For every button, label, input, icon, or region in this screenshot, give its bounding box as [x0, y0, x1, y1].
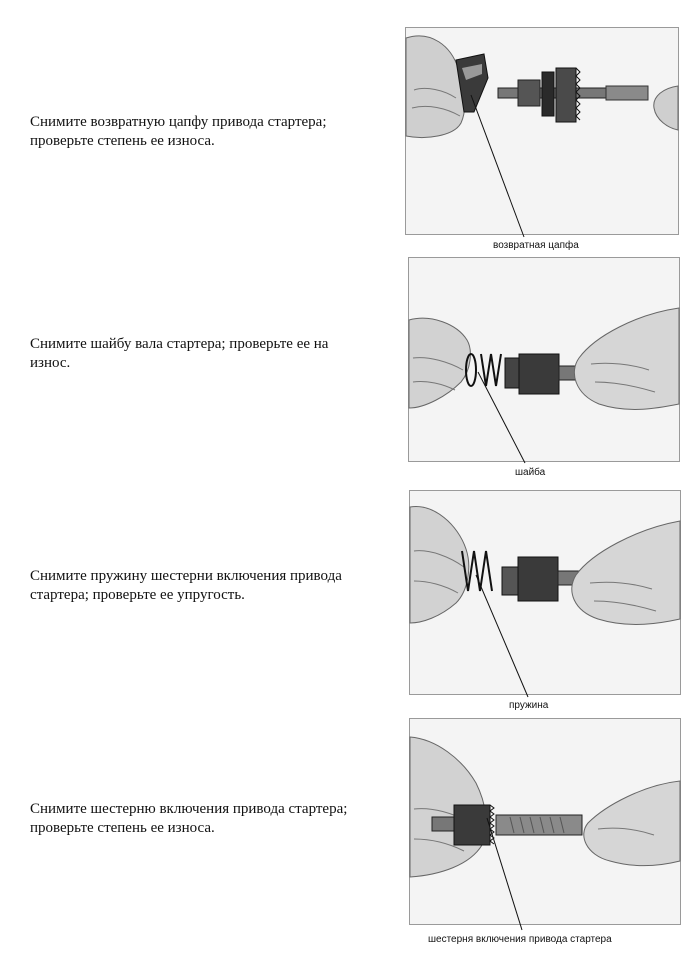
step-4-instruction-line2: проверьте степень ее износа.: [30, 820, 215, 836]
step-3-instruction-line1: Снимите пружину шестерни включения приво…: [30, 568, 342, 584]
step-4-instruction: Снимите шестерню включения привода старт…: [30, 800, 380, 838]
step-1-callout: возвратная цапфа: [493, 240, 579, 251]
step-3-photo: [409, 490, 681, 695]
step-2-instruction-line1: Снимите шайбу вала стартера; проверьте е…: [30, 336, 329, 352]
step-3-callout: пружина: [509, 700, 549, 711]
step-2-instruction: Снимите шайбу вала стартера; проверьте е…: [30, 335, 380, 373]
step-4-photo: [409, 718, 681, 925]
step-3-instruction-line2: стартера; проверьте ее упругость.: [30, 587, 245, 603]
step-2-callout: шайба: [515, 467, 546, 478]
step-1-photo: [405, 27, 679, 235]
step-1-instruction: Снимите возвратную цапфу привода стартер…: [30, 113, 380, 151]
step-2-instruction-line2: износ.: [30, 355, 71, 371]
step-3-instruction: Снимите пружину шестерни включения приво…: [30, 567, 380, 605]
step-4-instruction-line1: Снимите шестерню включения привода старт…: [30, 801, 348, 817]
step-2-photo: [408, 257, 680, 462]
step-1-instruction-line1: Снимите возвратную цапфу привода стартер…: [30, 114, 327, 130]
step-1-instruction-line2: проверьте степень ее износа.: [30, 133, 215, 149]
step-4-callout: шестерня включения привода стартера: [428, 934, 612, 945]
